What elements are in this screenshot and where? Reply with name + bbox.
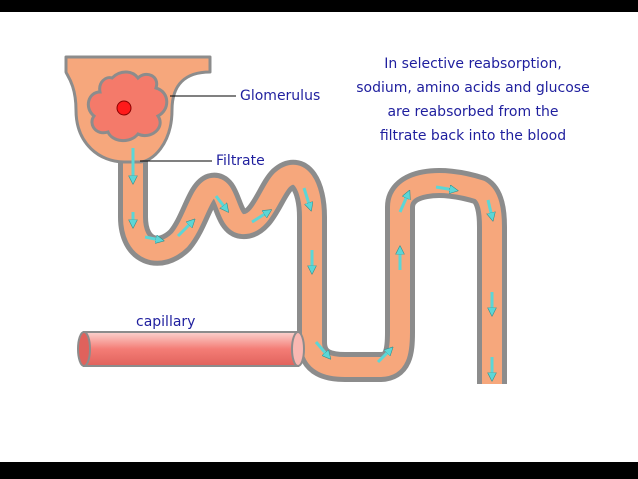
glomerulus-red-dot (116, 100, 132, 116)
capillary-label: capillary (136, 314, 196, 330)
flow-arrow (486, 199, 492, 217)
flow-arrow (435, 187, 454, 190)
description-line: filtrate back into the blood (379, 128, 567, 144)
flow-arrow (376, 350, 390, 364)
flow-arrow (214, 195, 226, 209)
flow-arrow (314, 341, 328, 356)
description-text: In selective reabsorption, sodium, amino… (342, 52, 604, 148)
flow-arrow (144, 237, 160, 240)
capillary-body (83, 331, 299, 367)
filtrate-label: Filtrate (216, 153, 265, 169)
bottom-black-bar (0, 462, 638, 479)
description-line: sodium, amino acids and glucose (356, 80, 590, 96)
description-line: are reabsorbed from the (387, 104, 559, 120)
nephron-diagram (64, 55, 507, 384)
description-line: In selective reabsorption, (384, 56, 562, 72)
flow-arrow (302, 187, 310, 207)
capillary-left-end (77, 331, 91, 367)
flow-arrow (398, 194, 408, 213)
glomerulus-label: Glomerulus (240, 88, 321, 104)
flow-arrow (251, 212, 268, 224)
flow-arrows (133, 148, 492, 377)
flow-arrow (176, 222, 192, 238)
slide: Glomerulus Filtrate capillary In selecti… (0, 12, 638, 462)
top-black-bar (0, 0, 638, 12)
capillary-right-end (291, 331, 305, 367)
tubule-lumen (123, 142, 502, 384)
